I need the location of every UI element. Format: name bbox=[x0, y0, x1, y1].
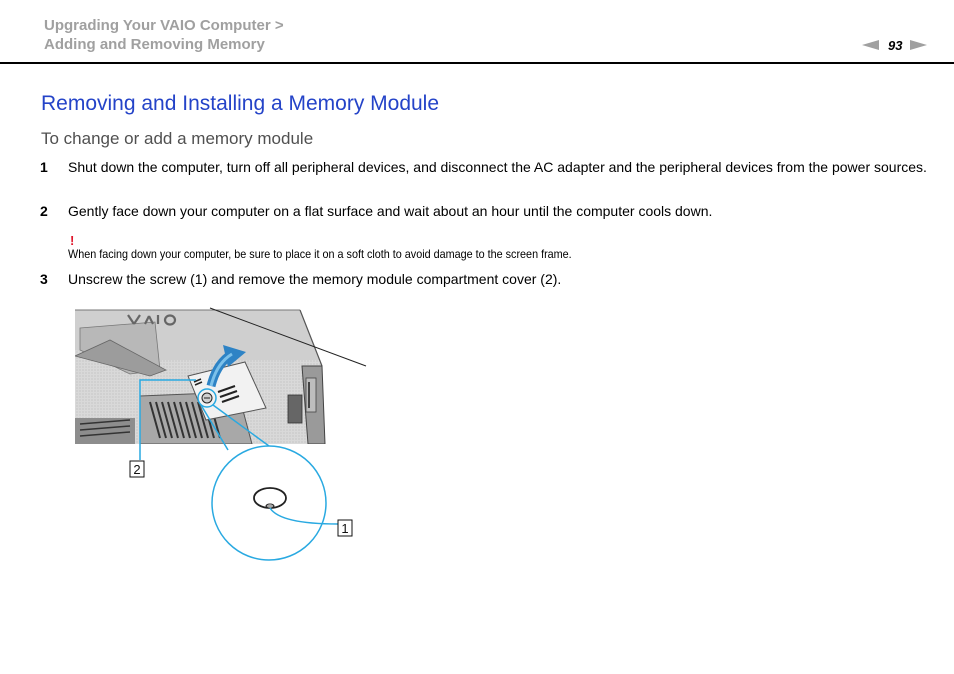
warning-note: When facing down your computer, be sure … bbox=[68, 247, 572, 261]
step-text: Gently face down your computer on a flat… bbox=[68, 203, 713, 219]
next-page-arrow-icon[interactable] bbox=[910, 40, 928, 50]
procedure-heading: To change or add a memory module bbox=[41, 129, 314, 148]
breadcrumb-section[interactable]: Adding and Removing Memory bbox=[44, 36, 265, 53]
page-number: 93 bbox=[888, 37, 903, 53]
callout-label-2: 2 bbox=[133, 462, 140, 477]
page-header: Upgrading Your VAIO Computer > Adding an… bbox=[0, 0, 954, 64]
step-text: Unscrew the screw (1) and remove the mem… bbox=[68, 271, 562, 287]
section-title: Removing and Installing a Memory Module bbox=[41, 92, 440, 115]
step-text: Shut down the computer, turn off all per… bbox=[68, 159, 927, 175]
memory-cover-illustration: 2 1 bbox=[70, 300, 370, 570]
callout-label-1: 1 bbox=[341, 521, 348, 536]
warning-mark: ! bbox=[70, 233, 75, 248]
breadcrumb: Upgrading Your VAIO Computer > Adding an… bbox=[44, 16, 284, 54]
step-number: 1 bbox=[40, 159, 48, 175]
header-divider bbox=[0, 62, 954, 64]
page-navigator: 93 bbox=[862, 36, 928, 54]
step-number: 3 bbox=[40, 271, 48, 287]
breadcrumb-chapter[interactable]: Upgrading Your VAIO Computer > bbox=[44, 17, 284, 34]
previous-page-arrow-icon[interactable] bbox=[862, 40, 879, 50]
step-number: 2 bbox=[40, 203, 48, 219]
illustration-svg: 2 1 bbox=[75, 307, 367, 561]
